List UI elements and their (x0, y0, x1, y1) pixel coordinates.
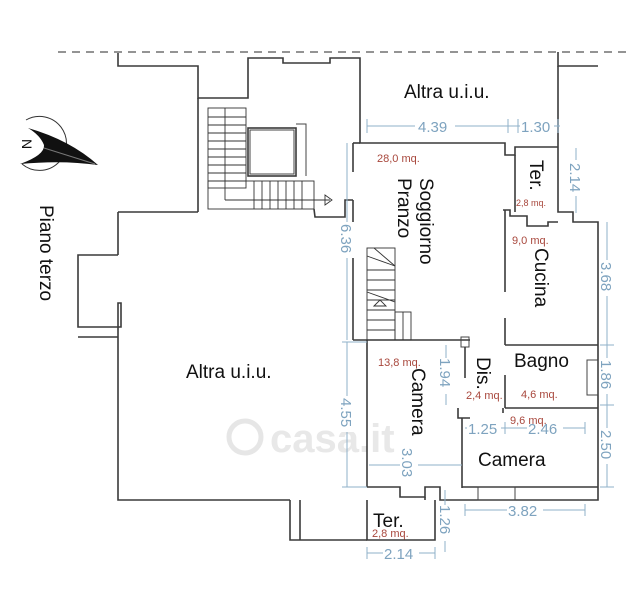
bathroom-area: 4,6 mq. (521, 389, 558, 401)
dim-bedroom-right-width-top: 2.46 (528, 421, 557, 438)
kitchen-area: 9,0 mq. (512, 235, 549, 247)
kitchen-label: Cucina (530, 248, 551, 308)
watermark: casa.it (226, 417, 395, 461)
room-other-left-label: Altra u.i.u. (186, 362, 272, 383)
terrace-bottom-label: Ter. (373, 511, 404, 532)
dim-terrace-bottom-height: 1.26 (436, 505, 453, 534)
compass: N (19, 115, 98, 171)
apartment-walls (352, 100, 599, 541)
dim-bedroom-left-width: 3.03 (398, 448, 415, 477)
dim-bedroom-right-width: 3.82 (508, 503, 537, 520)
dimension-labels: 4.39 1.30 2.14 6.36 3.68 1.86 1.94 4.55 … (337, 117, 617, 563)
living-label-line2: Pranzo (393, 178, 414, 238)
stairwell-internal (366, 247, 412, 341)
terrace-bottom-area: 2,8 mq. (372, 528, 409, 540)
dim-bedroom-left-height: 4.55 (337, 398, 354, 427)
hallway-area: 2,4 mq. (466, 390, 503, 402)
north-letter: N (19, 139, 35, 149)
terrace-top-area: 2,8 mq. (516, 198, 546, 208)
bedroom-left-label: Camera (407, 368, 428, 436)
dim-kitchen-height: 3.68 (597, 262, 614, 291)
dim-terrace-top-height: 2.14 (566, 163, 583, 192)
room-labels: Altra u.i.u. Altra u.i.u. 28,0 mq. Soggi… (186, 82, 569, 540)
dim-bathroom-height: 1.86 (597, 360, 614, 389)
dim-terrace-bottom-width: 2.14 (384, 546, 413, 563)
living-label-line1: Soggiorno (415, 178, 436, 265)
north-arrow-icon (20, 128, 98, 165)
building-outline (77, 52, 598, 541)
floor-label: Piano terzo (35, 205, 56, 301)
room-other-top-label: Altra u.i.u. (404, 82, 490, 103)
bedroom-right-area: 9,6 mq. (510, 415, 547, 427)
dim-living-height: 6.36 (337, 224, 354, 253)
bedroom-right-label: Camera (478, 450, 546, 471)
hallway-label: Dis. (472, 357, 493, 390)
dim-bedroom-right-height: 2.50 (597, 430, 614, 459)
stairwell-upper (207, 107, 353, 218)
dim-terrace-top-width: 1.30 (521, 119, 550, 136)
bathroom-label: Bagno (514, 351, 569, 372)
bedroom-left-area: 13,8 mq. (378, 357, 421, 369)
dim-hallway-width: 1.25 (468, 421, 497, 438)
watermark-text: casa.it (270, 417, 395, 461)
living-area: 28,0 mq. (377, 153, 420, 165)
dim-living-width: 4.39 (418, 119, 447, 136)
dim-hallway-height: 1.94 (436, 358, 453, 387)
terrace-top-label: Ter. (525, 160, 546, 191)
